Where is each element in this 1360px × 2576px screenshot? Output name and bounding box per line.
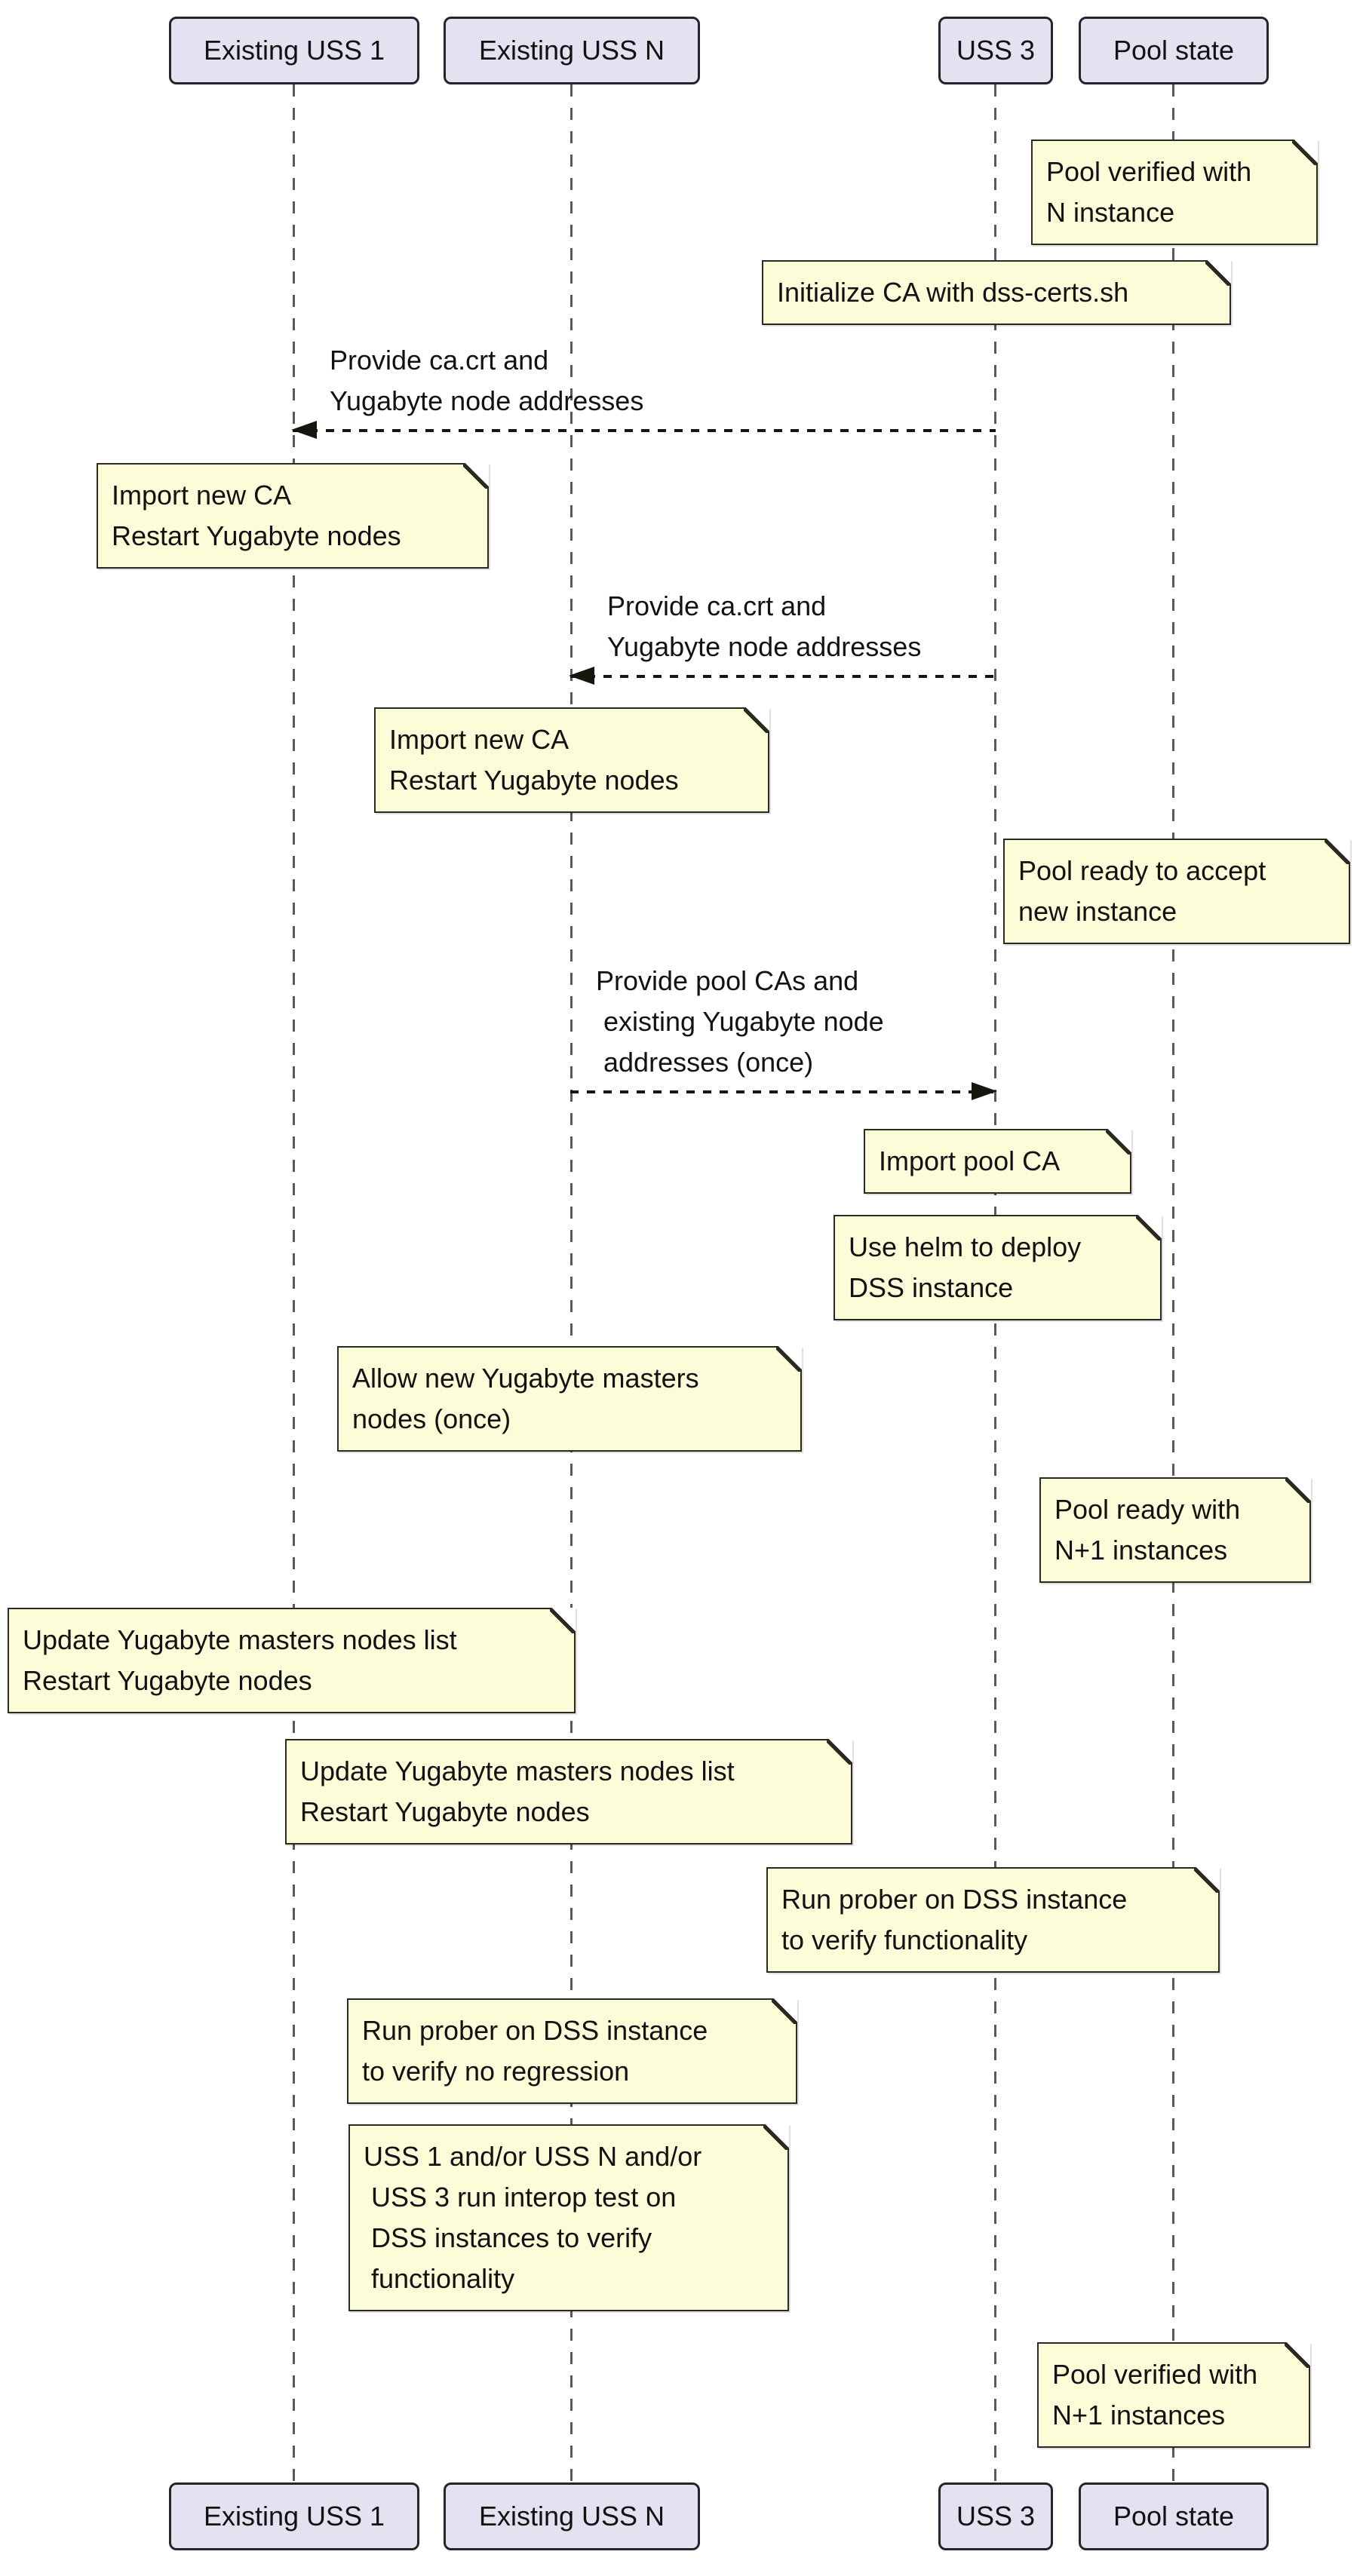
note-text: Run prober on DSS instance to verify no … [362,2015,708,2087]
participant-bottom-uss-3: USS 3 [938,2482,1053,2550]
note-initialize-ca: Initialize CA with dss-certs.sh [762,260,1231,325]
note-text: USS 1 and/or USS N and/or USS 3 run inte… [364,2141,702,2294]
arrowhead-left-icon [291,421,317,439]
message-label: Provide ca.crt and Yugabyte node address… [607,590,922,662]
participant-top-existing-uss-1: Existing USS 1 [169,17,419,84]
message-label: Provide ca.crt and Yugabyte node address… [330,345,644,416]
message-line [570,675,996,678]
participant-top-pool-state: Pool state [1079,17,1269,84]
lifeline-existing-uss-1 [293,84,295,2482]
arrowhead-right-icon [972,1082,997,1100]
note-text: Allow new Yugabyte masters nodes (once) [352,1363,699,1434]
lifeline-existing-uss-n [570,84,573,2482]
note-interop-test: USS 1 and/or USS N and/or USS 3 run inte… [348,2124,789,2311]
participant-label: USS 3 [956,2501,1036,2532]
note-text: Import new CA Restart Yugabyte nodes [389,724,679,796]
participant-label: Existing USS N [478,2501,665,2532]
lifeline-pool-state [1172,84,1174,2482]
note-import-pool-ca: Import pool CA [864,1129,1131,1194]
note-text: Pool verified with N+1 instances [1052,2359,1258,2430]
note-allow-new-masters: Allow new Yugabyte masters nodes (once) [337,1346,802,1452]
participant-label: USS 3 [956,35,1036,66]
note-fold [1285,2342,1310,2368]
message-line [570,1090,996,1093]
participant-label: Existing USS N [478,35,665,66]
note-fold [827,1739,852,1765]
note-fold [1136,1215,1162,1240]
participant-bottom-existing-uss-n: Existing USS N [444,2482,700,2550]
note-fold [1205,260,1231,286]
note-fold [763,2124,789,2150]
note-fold [744,707,769,733]
note-pool-verified-n1: Pool verified with N+1 instances [1037,2342,1310,2448]
participant-label: Existing USS 1 [203,35,385,66]
participant-top-uss-3: USS 3 [938,17,1053,84]
note-text: Pool ready with N+1 instances [1055,1494,1241,1566]
note-fold [1194,1867,1220,1893]
note-update-masters-uss1: Update Yugabyte masters nodes list Resta… [8,1608,576,1713]
note-import-new-ca-ussn: Import new CA Restart Yugabyte nodes [374,707,769,813]
participant-top-existing-uss-n: Existing USS N [444,17,700,84]
participant-bottom-pool-state: Pool state [1079,2482,1269,2550]
note-run-prober-functionality: Run prober on DSS instance to verify fun… [766,1867,1220,1973]
note-fold [1285,1477,1311,1503]
note-text: Update Yugabyte masters nodes list Resta… [23,1624,457,1696]
note-pool-verified-n: Pool verified with N instance [1031,140,1318,245]
note-text: Run prober on DSS instance to verify fun… [781,1884,1128,1955]
note-text: Initialize CA with dss-certs.sh [777,277,1129,308]
message-line [293,429,996,432]
note-fold [776,1346,802,1372]
note-use-helm-deploy: Use helm to deploy DSS instance [833,1215,1162,1320]
note-fold [550,1608,576,1633]
message-label: Provide pool CAs and existing Yugabyte n… [596,965,884,1078]
participant-bottom-existing-uss-1: Existing USS 1 [169,2482,419,2550]
note-fold [772,1998,797,2024]
note-text: Import pool CA [879,1145,1061,1176]
note-text: Update Yugabyte masters nodes list Resta… [300,1756,735,1827]
note-text: Use helm to deploy DSS instance [849,1231,1082,1303]
note-fold [1106,1129,1131,1155]
note-fold [463,463,489,489]
note-run-prober-no-regression: Run prober on DSS instance to verify no … [347,1998,797,2104]
participant-label: Pool state [1113,2501,1235,2532]
participant-label: Pool state [1113,35,1235,66]
note-text: Pool ready to accept new instance [1018,855,1266,927]
arrowhead-left-icon [569,667,594,685]
note-pool-ready-n1: Pool ready with N+1 instances [1039,1477,1311,1583]
note-fold [1292,140,1318,165]
note-text: Pool verified with N instance [1046,156,1252,228]
note-update-masters-ussn: Update Yugabyte masters nodes list Resta… [285,1739,852,1845]
note-fold [1325,839,1350,864]
note-import-new-ca-uss1: Import new CA Restart Yugabyte nodes [97,463,489,569]
participant-label: Existing USS 1 [203,2501,385,2532]
note-pool-ready-accept: Pool ready to accept new instance [1003,839,1350,944]
note-text: Import new CA Restart Yugabyte nodes [112,480,401,551]
